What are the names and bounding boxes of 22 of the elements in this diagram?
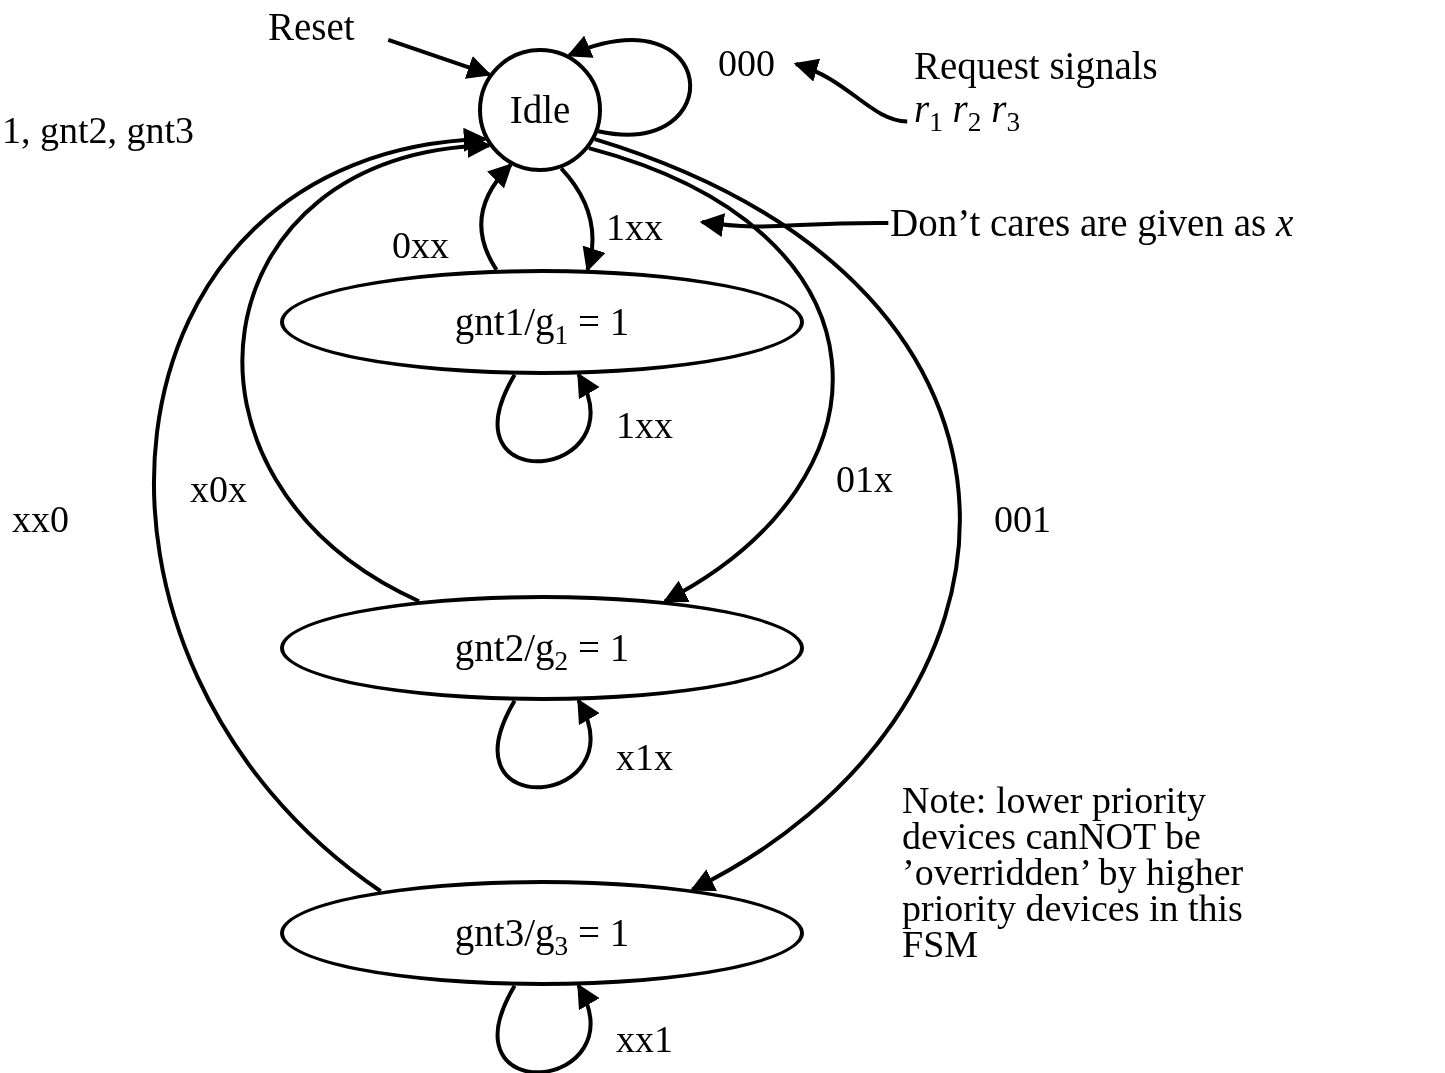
state-ellipse: [478, 48, 602, 172]
state-label: Idle: [509, 88, 571, 132]
leader-line: [699, 212, 889, 237]
leader-line: [793, 59, 908, 124]
transition-arrow: [594, 137, 962, 892]
transition-arrow: [588, 146, 834, 603]
self-loop-arrow: [495, 983, 598, 1073]
annotation-text: Reset: [268, 5, 355, 49]
state-label: gnt3/g$_{3}$ = 1: [454, 911, 630, 955]
state-label: gnt2/g$_{2}$ = 1: [454, 626, 630, 670]
annotation-text: Request signals: [914, 45, 1158, 88]
transition-arrow: [153, 130, 488, 893]
annotation-text: r$_{1}$ r$_{2}$ r$_{3}$: [914, 88, 1021, 131]
self-loop-arrow: [495, 372, 598, 464]
self-loop-arrow: [566, 37, 692, 137]
transition-arrow: [479, 163, 513, 271]
transition-arrow: [387, 38, 492, 79]
self-loop-arrow: [495, 698, 598, 790]
annotation-text: Don’t cares are given as x: [890, 201, 1294, 245]
note-text: Note: lower priority devices canNOT be ’overridden’ by higher priority devices in this FSM: [902, 782, 1245, 963]
state-label: gnt1/g$_{1}$ = 1: [454, 300, 630, 344]
note-text: 1, gnt2, gnt3: [2, 112, 196, 149]
